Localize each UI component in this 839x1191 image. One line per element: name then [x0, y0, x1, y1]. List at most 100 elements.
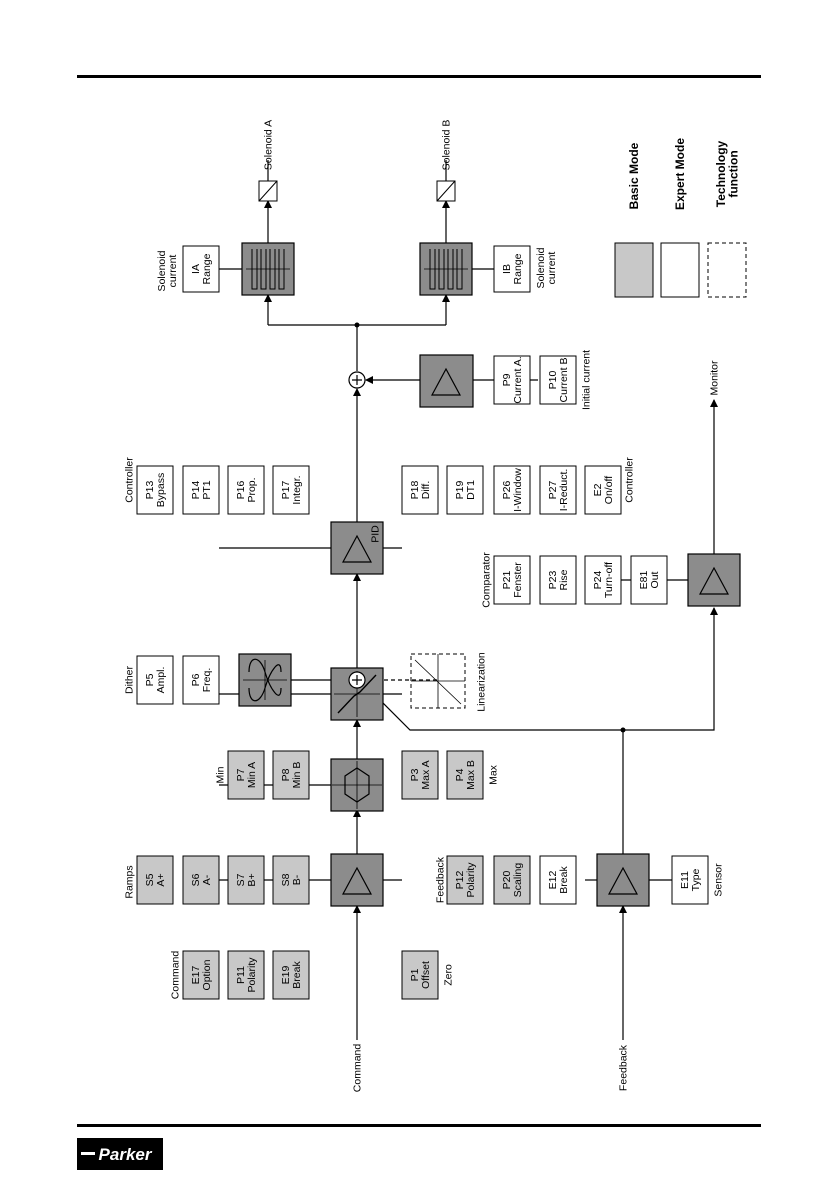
param-p7: [227, 750, 265, 800]
param-p26-label: P26I-Window: [501, 468, 524, 512]
param-p9-label: P9Current A.: [501, 356, 524, 403]
param-s5-label: S5A+: [144, 873, 167, 886]
pid-triangle: [341, 534, 373, 563]
param-p17-label-line: Integr.: [291, 475, 303, 504]
group-max-label: Max: [488, 764, 500, 785]
param-p10-label-line: P10: [547, 371, 559, 390]
pid-label-line: PID: [370, 525, 382, 543]
param-p5-label-line: P5: [144, 673, 156, 686]
solenoid-b-pwm-symbol: [429, 249, 463, 290]
legend-technology-label-line: function: [727, 150, 741, 197]
param-p18-label: P18Diff.: [409, 481, 432, 500]
param-ia: [182, 245, 220, 293]
param-ib: [493, 245, 531, 293]
param-p8-label-line: P8: [280, 768, 292, 781]
legend-technology-swatch: [707, 242, 747, 298]
parker-logo: Parker: [77, 1138, 163, 1170]
param-e81-label-line: E81: [638, 571, 650, 590]
param-p20-label-line: P20: [501, 871, 513, 890]
param-s7-label: S7B+: [235, 873, 258, 886]
group-zero-label: Zero: [443, 964, 455, 986]
param-p20-label-line: Scaling: [512, 863, 524, 898]
param-p11-label-line: P11: [235, 966, 247, 984]
group-command-label: Command: [170, 951, 182, 1000]
param-e11-label: E11Type: [679, 868, 702, 891]
param-ib-label: IBRange: [501, 253, 524, 284]
group-solenoid-current-a-label-line: current: [167, 255, 179, 288]
linearization-label-line: Linearization: [476, 652, 488, 712]
param-s6: [182, 855, 220, 905]
param-s6-label: S6A-: [190, 873, 213, 886]
param-p27: [539, 465, 577, 515]
param-p12-label-line: P12: [454, 871, 466, 890]
param-s8-label-line: S8: [280, 873, 292, 886]
feedback-input-label-line: Feedback: [618, 1044, 630, 1091]
pid-block: [330, 521, 384, 575]
param-e12-label-line: Break: [558, 866, 570, 894]
param-p7-label: P7Min A: [235, 762, 258, 788]
param-p11-label-line: Polarity: [246, 957, 258, 993]
group-solenoid-current-a-label: Solenoidcurrent: [156, 250, 179, 291]
param-e2-label: E2On/off: [592, 476, 615, 504]
param-s7: [227, 855, 265, 905]
legend-basic-label-line: Basic Mode: [627, 142, 641, 209]
comparator-triangle: [698, 566, 730, 595]
param-ia-label-line: IA: [190, 264, 202, 274]
dither-axes: [243, 660, 287, 700]
param-p24: [584, 555, 622, 605]
param-p21-label-line: P21: [501, 571, 513, 590]
param-e19-label-line: Break: [291, 961, 303, 989]
param-p23-label-line: Rise: [558, 569, 570, 590]
group-controller-top-label: Controller: [124, 457, 136, 503]
legend-technology-label-line: Technology: [714, 140, 728, 207]
param-s8-label-line: B-: [291, 874, 303, 885]
param-p7-label-line: Min A: [246, 762, 258, 788]
param-p26-label-line: I-Window: [512, 468, 524, 512]
param-p5: [136, 655, 174, 705]
param-p12: [446, 855, 484, 905]
param-p13-label-line: Bypass: [155, 473, 167, 507]
param-p26-label-line: P26: [501, 481, 513, 500]
param-p18: [401, 465, 439, 515]
solenoid-b-coil-diagonal: [436, 180, 456, 202]
linearization-symbol: [411, 654, 465, 708]
param-e81-label-line: Out: [649, 571, 661, 588]
param-s8: [272, 855, 310, 905]
solenoid-a-pwm-symbol: [251, 249, 285, 290]
param-p5-label: P5Ampl.: [144, 667, 167, 694]
param-p1: [401, 950, 439, 1000]
group-ramps-label-line: Ramps: [124, 865, 136, 898]
param-p27-label: P27I-Reduct.: [547, 469, 570, 512]
param-p17-label-line: P17: [280, 481, 292, 500]
param-ib-label-line: Range: [512, 253, 524, 284]
wire-feedback-to-comp: [623, 607, 718, 731]
junction-dot-split: [354, 322, 360, 328]
param-p20: [493, 855, 531, 905]
bottom-rule: [77, 1124, 761, 1127]
param-e19: [272, 950, 310, 1000]
param-e2-label-line: E2: [592, 483, 604, 496]
param-p16-label-line: P16: [235, 481, 247, 500]
param-s8-label: S8B-: [280, 873, 303, 886]
param-p12-label: P12Polarity: [454, 862, 477, 898]
param-p8-label-line: Min B: [291, 762, 303, 789]
param-p4-label-line: Max B: [465, 760, 477, 790]
param-p6-label-line: Freq.: [201, 668, 213, 693]
param-p6-label-line: P6: [190, 673, 202, 686]
group-min-label: Min: [215, 766, 227, 783]
param-p21-label: P21Fenster: [501, 562, 524, 598]
group-solenoid-current-b-label: Solenoidcurrent: [535, 247, 558, 288]
solenoid-a-coil-diagonal: [258, 180, 278, 202]
group-dither-label-line: Dither: [124, 665, 136, 694]
group-solenoid-current-b-label-line: current: [546, 252, 558, 285]
group-initial-current-label: Initial current: [581, 350, 593, 410]
group-solenoid-current-a-label-line: Solenoid: [156, 250, 168, 291]
legend-expert-label: Expert Mode: [673, 138, 687, 210]
param-p27-label-line: I-Reduct.: [558, 469, 570, 512]
param-p26: [493, 465, 531, 515]
param-p16: [227, 465, 265, 515]
group-controller-bottom-label-line: Controller: [624, 457, 636, 503]
param-p4-label: P4Max B: [454, 760, 477, 790]
group-solenoid-current-b-label-line: Solenoid: [535, 247, 547, 288]
linearization-label: Linearization: [476, 652, 488, 712]
